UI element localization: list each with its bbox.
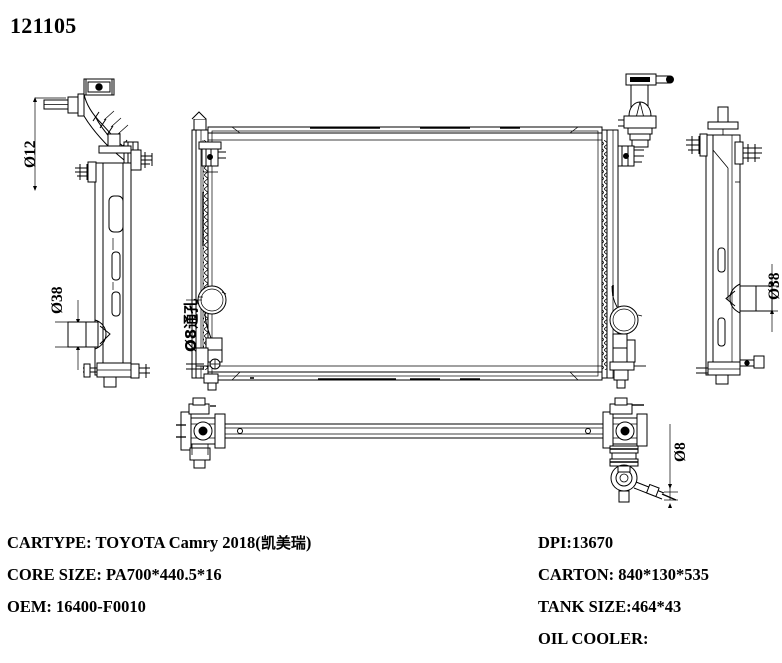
front-view [186,73,674,391]
spec-tank-size-value: 464*43 [631,597,682,616]
spec-oil-cooler: OIL COOLER: [538,629,709,663]
spec-oem: OEM: 16400-F0010 [7,597,311,631]
bottom-view [176,397,678,508]
spec-block-left: CARTYPE: TOYOTA Camry 2018(凯美瑞) CORE SIZ… [7,533,312,631]
dimension-label-inlet-diameter: Ø12 [22,140,39,168]
spec-tank-size-label: TANK SIZE: [538,597,632,616]
spec-cartype: CARTYPE: TOYOTA Camry 2018(凯美瑞) [7,533,312,567]
dimension-label-left-outlet-diameter: Ø38 [49,286,66,314]
right-side-view [686,106,778,385]
spec-tank-size: TANK SIZE:464*43 [538,597,709,631]
dimension-label-right-outlet-diameter: Ø38 [766,272,782,300]
spec-carton-value: 840*130*535 [618,565,709,584]
spec-core-size-label: CORE SIZE: [7,565,102,584]
spec-carton: CARTON: 840*130*535 [538,565,709,599]
spec-block-right: DPI:13670 CARTON: 840*130*535 TANK SIZE:… [538,533,709,663]
part-number: 121105 [10,13,77,38]
left-side-view [33,78,153,388]
spec-oem-label: OEM: [7,597,52,616]
spec-cartype-value-cjk: 凯美瑞 [260,534,306,552]
dimension-label-drain-diameter: Ø8 [672,442,689,462]
spec-oem-value: 16400-F0010 [56,597,146,616]
spec-core-size: CORE SIZE: PA700*440.5*16 [7,565,311,599]
spec-cartype-value-end: ) [305,533,312,552]
spec-core-size-value: PA700*440.5*16 [106,565,222,584]
bottom-view-left-bracket [176,397,226,469]
spec-dpi-label: DPI: [538,533,572,552]
spec-cartype-label: CARTYPE: [7,533,92,552]
spec-oil-cooler-label: OIL COOLER: [538,629,649,648]
dimension-label-mounting-hole: Ø8通孔 [182,298,200,352]
spec-cartype-value: TOYOTA Camry 2018( [95,533,261,552]
spec-dpi-value: 13670 [571,533,614,552]
bottom-view-right-bracket [602,397,678,508]
spec-carton-label: CARTON: [538,565,615,584]
through-hole-leader [186,299,202,372]
spec-dpi: DPI:13670 [538,533,709,567]
